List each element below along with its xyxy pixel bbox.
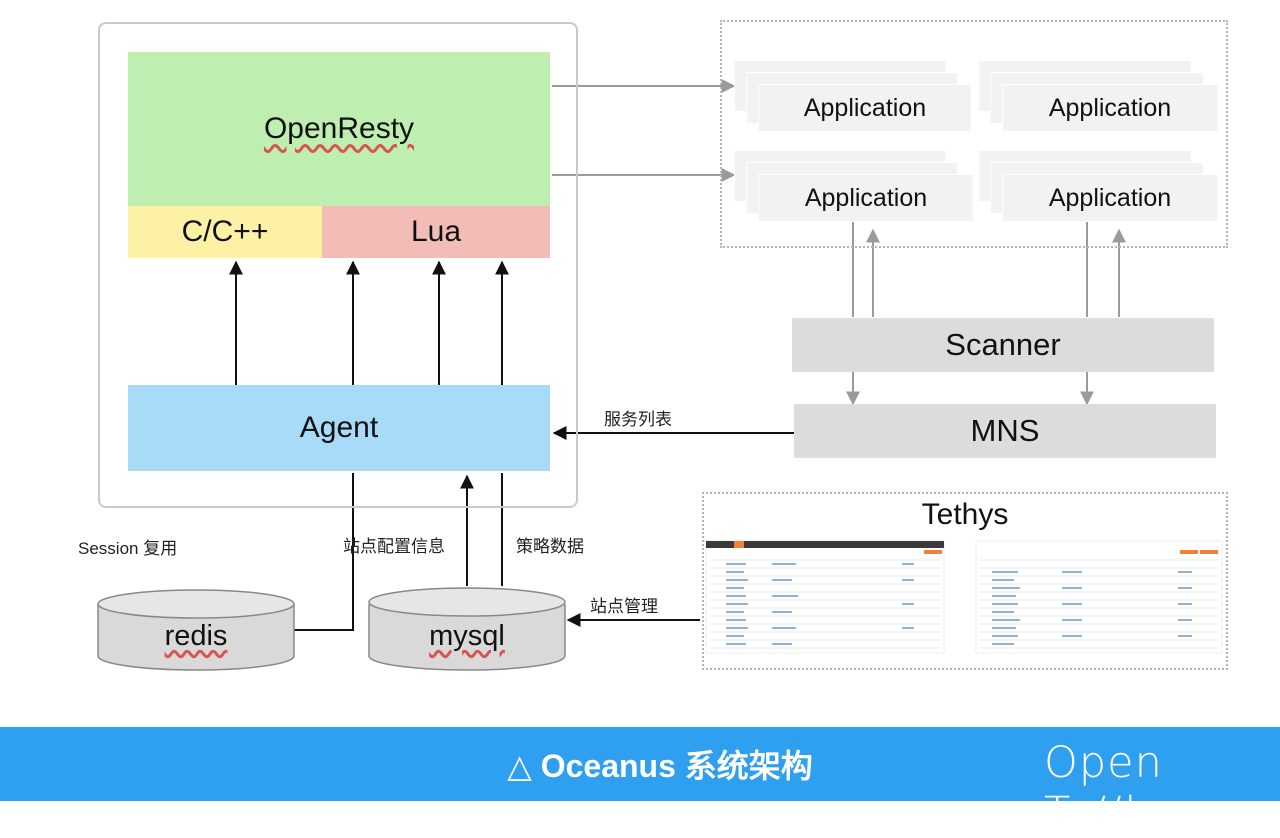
application-label: Application: [803, 93, 927, 122]
cpp-block: C/C++: [128, 206, 322, 258]
application-label: Application: [804, 183, 928, 212]
tethys-panel: [702, 492, 1228, 670]
service-list-label: 服务列表: [604, 410, 672, 429]
site-config-label: 站点配置信息: [343, 537, 445, 556]
redis-cylinder: [97, 589, 295, 671]
mns-block: MNS: [794, 404, 1216, 458]
app-card: Application: [758, 174, 974, 222]
open-talk-logo: Open Ta//k: [1044, 738, 1163, 838]
mysql-label: mysql: [429, 619, 505, 652]
footer-bar: [0, 727, 1280, 801]
slide-caption: △ Oceanus 系统架构: [507, 748, 813, 784]
mns-label: MNS: [970, 413, 1040, 448]
agent-label: Agent: [299, 411, 379, 444]
application-cluster: [720, 20, 1228, 248]
mysql-cylinder: [368, 587, 566, 671]
app-card: Application: [1002, 84, 1218, 132]
line-redis-to-agent: [292, 473, 354, 631]
application-label: Application: [1048, 183, 1172, 212]
tethys-title: Tethys: [921, 498, 1009, 531]
gateway-container: [98, 22, 578, 508]
cpp-label: C/C++: [181, 215, 269, 248]
connector-layer: [97, 79, 1126, 671]
agent-block: Agent: [128, 385, 550, 471]
scanner-label: Scanner: [945, 327, 1061, 362]
scanner-block: Scanner: [792, 318, 1214, 372]
tethys-screenshot-left: [705, 540, 945, 654]
application-label: Application: [1048, 93, 1172, 122]
app-card: Application: [758, 84, 972, 132]
tethys-screenshots: [705, 540, 1223, 654]
policy-data-label: 策略数据: [516, 537, 584, 556]
tethys-screenshot-right: [975, 540, 1223, 654]
site-manage-label: 站点管理: [590, 597, 658, 616]
openresty-label: OpenResty: [263, 112, 415, 145]
lua-block: Lua: [322, 206, 550, 258]
redis-label: redis: [164, 619, 228, 652]
session-reuse-label: Session 复用: [78, 539, 178, 558]
lua-label: Lua: [410, 215, 462, 248]
openresty-block: OpenResty: [128, 52, 550, 206]
app-card: Application: [1002, 174, 1218, 222]
